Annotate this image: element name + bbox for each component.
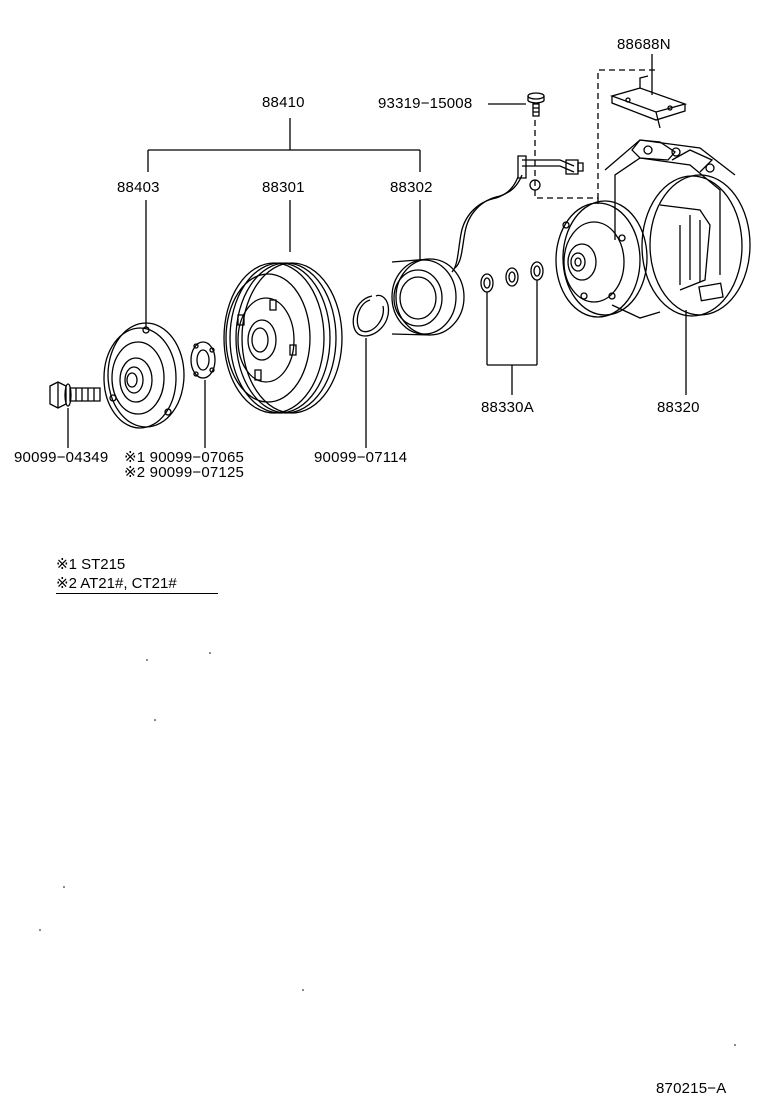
- label-93319-15008: 93319−15008: [378, 95, 473, 112]
- leader-88410: [148, 118, 420, 172]
- label-90099-04349: 90099−04349: [14, 449, 109, 466]
- clutch-pulley: [224, 263, 342, 413]
- seal-rings: [481, 262, 543, 292]
- note-applicability-2: ※2 AT21#, CT21#: [56, 576, 218, 594]
- label-88330A: 88330A: [481, 399, 534, 416]
- field-coil: [392, 156, 583, 335]
- pressure-plate: [104, 323, 184, 428]
- label-90099-07065: ※1 90099−07065: [124, 449, 245, 466]
- scan-specks: [39, 652, 736, 1046]
- label-88320: 88320: [657, 399, 700, 416]
- bracket-part: [612, 76, 685, 128]
- compressor-body: [556, 140, 750, 318]
- screw: [528, 93, 544, 116]
- label-88403: 88403: [117, 179, 160, 196]
- note-applicability-1: ※1 ST215: [56, 556, 126, 573]
- label-90099-07114: 90099−07114: [314, 449, 408, 466]
- flange-bolt: [50, 382, 100, 408]
- snap-ring: [353, 295, 388, 336]
- figure-id: 870215−A: [656, 1080, 727, 1097]
- bracket-outline-88688N: [535, 70, 658, 205]
- label-88688N: 88688N: [617, 36, 671, 53]
- leader-88330A: [487, 280, 537, 395]
- label-88301: 88301: [262, 179, 305, 196]
- label-90099-07125: ※2 90099−07125: [124, 464, 245, 481]
- label-88410: 88410: [262, 94, 305, 111]
- adjusting-shim: [191, 342, 215, 378]
- label-88302: 88302: [390, 179, 433, 196]
